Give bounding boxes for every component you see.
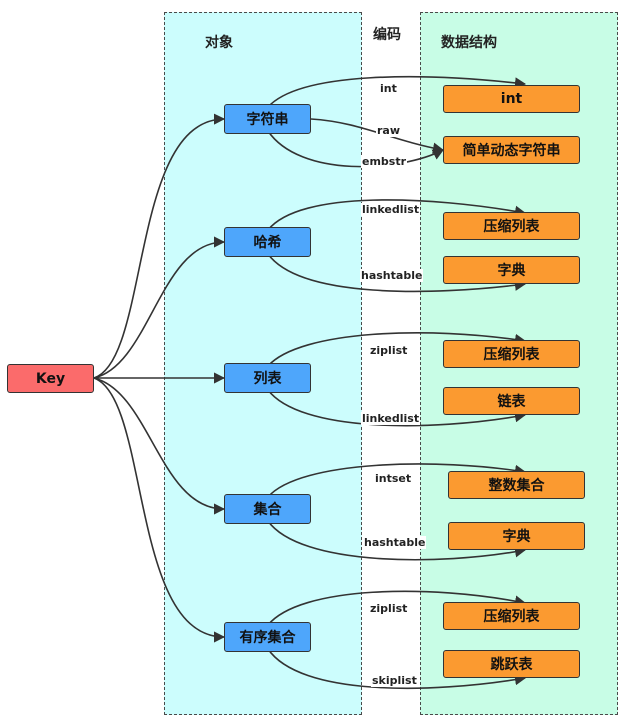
encoding-label: intset (374, 472, 413, 485)
objects-header: 对象 (205, 35, 233, 51)
edge-key-set (93, 377, 226, 515)
edge-set-intset (267, 463, 527, 498)
structure-dict: 字典 (448, 522, 585, 550)
edge-zset-skiplist (267, 648, 527, 690)
structure-ziplist: 压缩列表 (443, 212, 580, 240)
encoding-label: ziplist (369, 344, 409, 357)
edge-list-ziplist (267, 331, 527, 367)
encoding-label: int (379, 82, 398, 95)
edge-key-hash (93, 236, 226, 379)
encoding-label: linkedlist (361, 412, 421, 425)
structure-ziplist: 压缩列表 (443, 602, 580, 630)
object-set: 集合 (224, 494, 311, 524)
edge-string-raw (310, 118, 445, 154)
encoding-label: raw (376, 124, 402, 137)
key-node: Key (7, 364, 94, 393)
encoding-label: hashtable (363, 536, 427, 549)
encoding-label: ziplist (369, 602, 409, 615)
structure-sds: 简单动态字符串 (443, 136, 580, 164)
object-hash: 哈希 (224, 227, 311, 257)
object-string: 字符串 (224, 104, 311, 134)
edge-string-int (267, 75, 527, 108)
data-structures-header: 数据结构 (441, 35, 497, 51)
structure-ziplist: 压缩列表 (443, 340, 580, 368)
edge-key-string (93, 113, 226, 379)
encoding-label: embstr (361, 155, 408, 168)
encoding-label: skiplist (371, 674, 418, 687)
edge-zset-ziplist (267, 590, 527, 626)
edge-string-embstr (267, 130, 444, 168)
structure-skiplist: 跳跃表 (443, 650, 580, 678)
encoding-header: 编码 (373, 27, 401, 43)
edge-set-hashtable (267, 520, 527, 561)
structure-int: int (443, 85, 580, 113)
edge-key-zset (93, 377, 226, 643)
edge-hash-linkedlist (267, 199, 527, 231)
structure-intset: 整数集合 (448, 471, 585, 499)
edge-hash-hashtable (267, 253, 527, 293)
object-sorted-set: 有序集合 (224, 622, 311, 652)
object-list: 列表 (224, 363, 311, 393)
encoding-label: linkedlist (361, 203, 421, 216)
encoding-label: hashtable (360, 269, 424, 282)
structure-linkedlist: 链表 (443, 387, 580, 415)
structure-dict: 字典 (443, 256, 580, 284)
